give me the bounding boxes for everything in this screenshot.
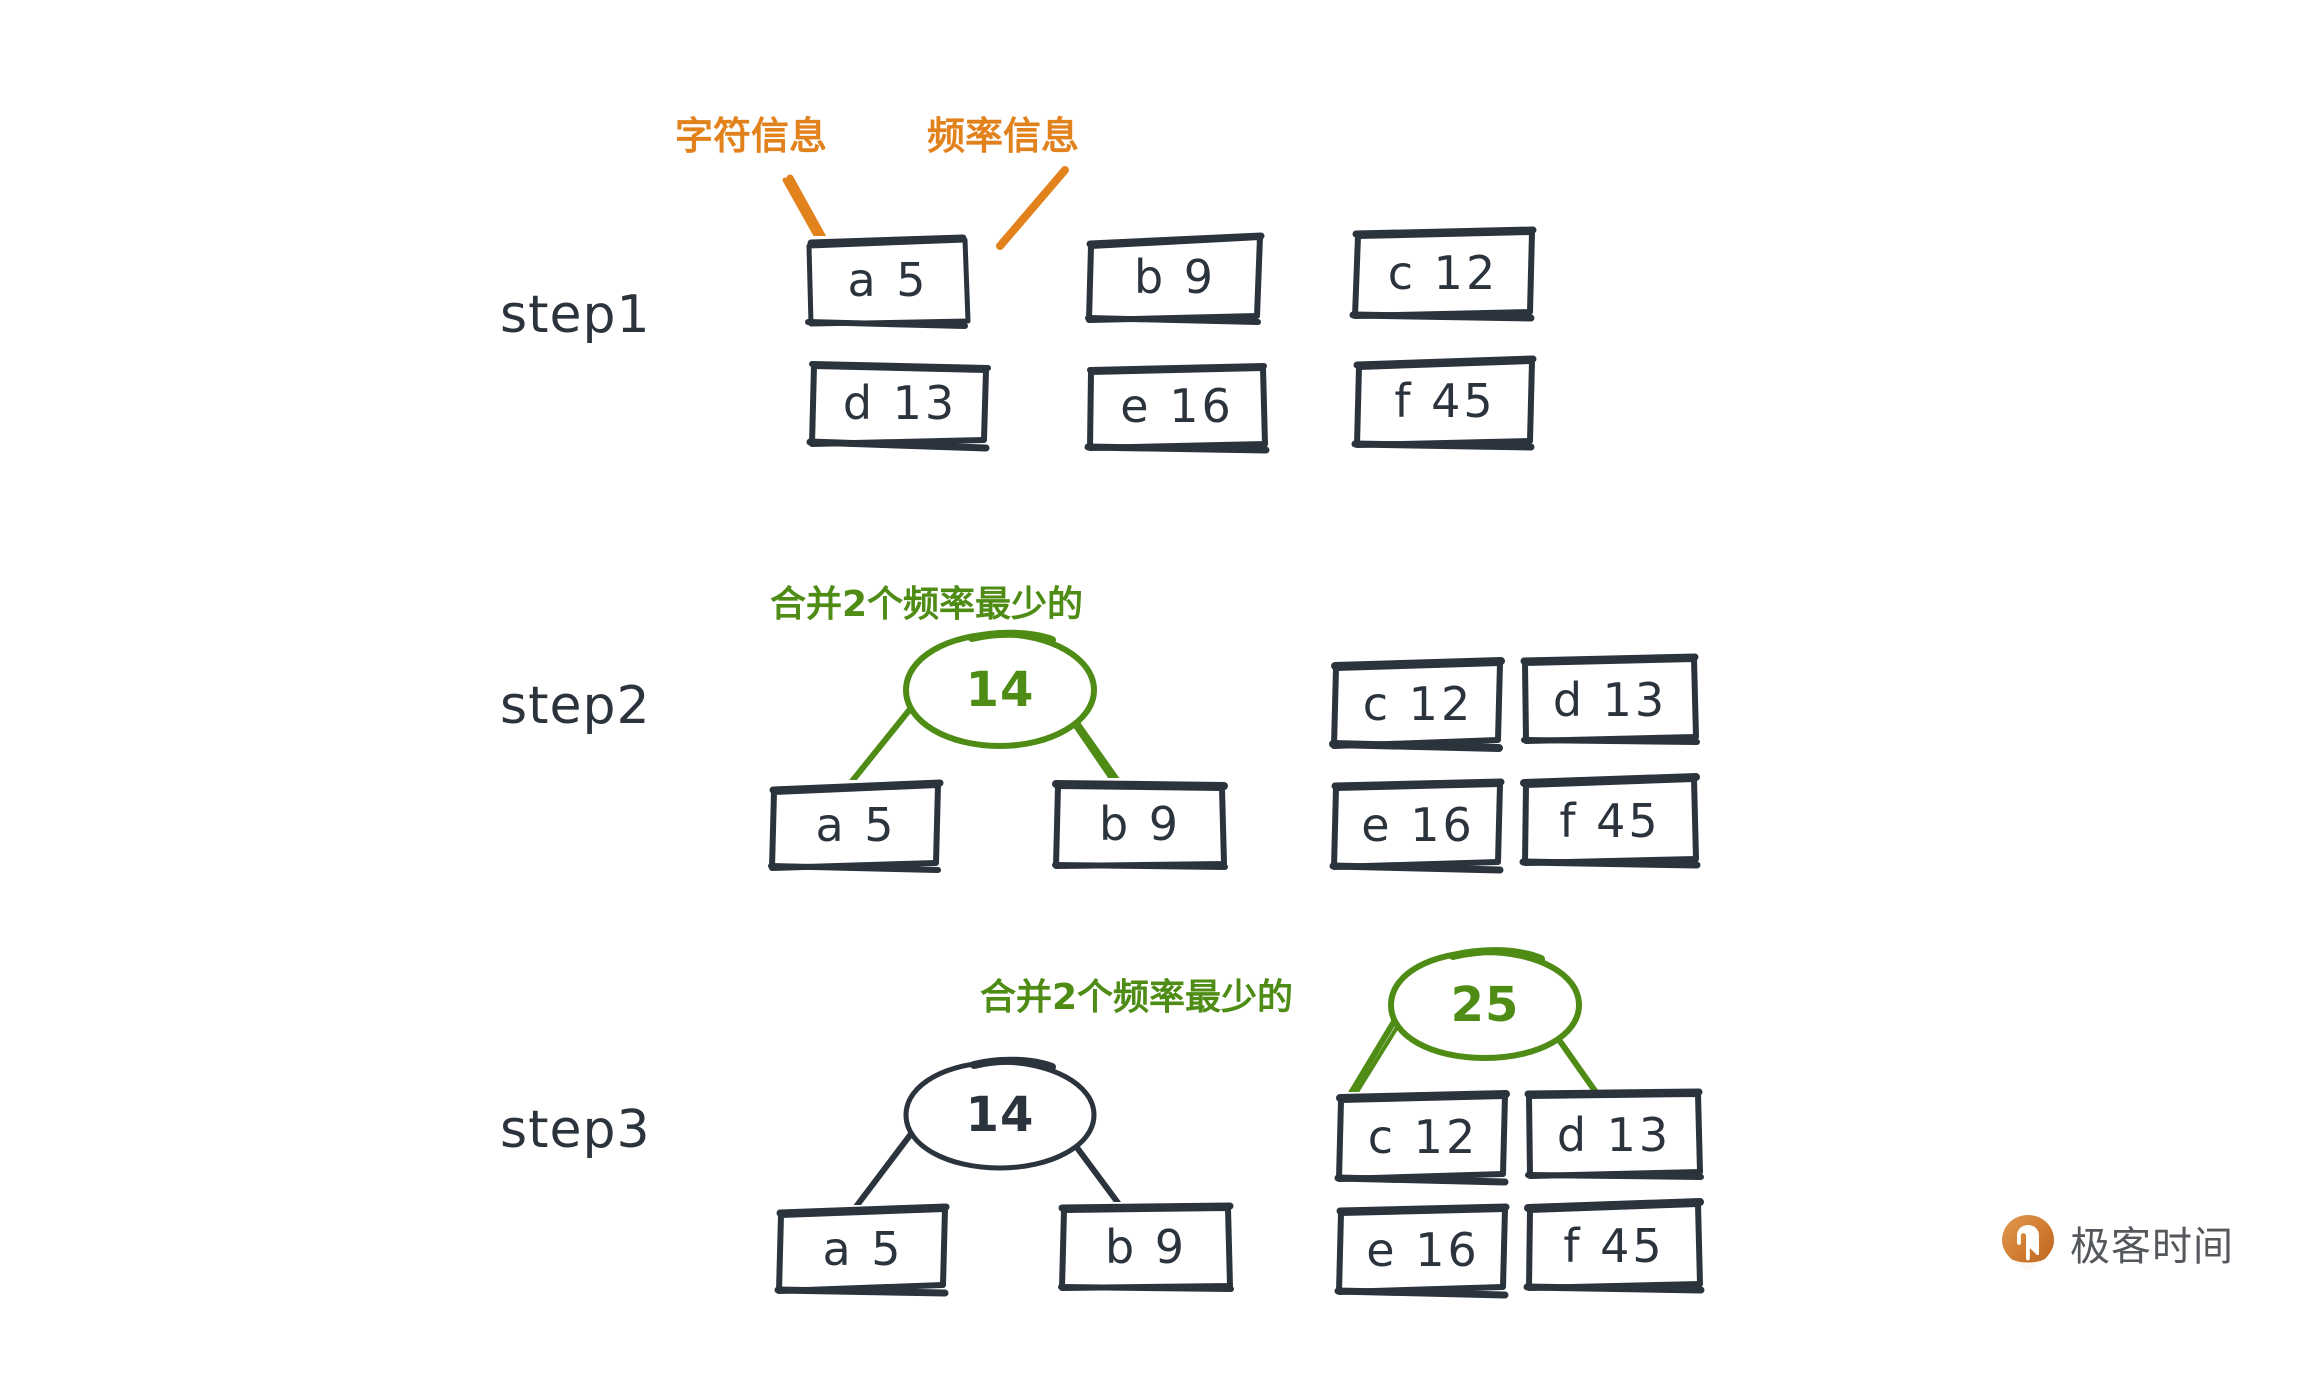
leaf-box-e: e 16	[1084, 362, 1270, 454]
leaf-box-a-step3: a 5	[774, 1203, 951, 1297]
leaf-label: f 45	[1559, 794, 1661, 848]
sketch-rect	[1520, 653, 1700, 745]
node-value: 14	[965, 1087, 1035, 1143]
sketch-rect	[1084, 363, 1270, 454]
sketch-rect	[805, 234, 971, 329]
leaf-box-f-step2: f 45	[1519, 773, 1701, 869]
leaf-box-c-step3: c 12	[1334, 1090, 1511, 1186]
char-info-leader-a	[786, 174, 830, 247]
leaf-box-a-step2: a 5	[768, 779, 944, 873]
leaf-label: c 12	[1362, 677, 1474, 731]
sketch-rect	[1523, 1198, 1705, 1294]
leaf-label: e 16	[1120, 379, 1234, 433]
tree-node-14-step3: 14	[900, 1056, 1100, 1172]
leaf-box-e-step3: e 16	[1334, 1203, 1511, 1299]
sketch-rect	[1524, 1088, 1704, 1180]
sketch-rect	[1329, 657, 1505, 752]
leaf-label: f 45	[1394, 374, 1496, 428]
node-value: 25	[1450, 977, 1520, 1033]
leaf-label: a 5	[822, 1222, 904, 1276]
tree-node-14-step2: 14	[900, 629, 1100, 750]
leaf-box-c: c 12	[1349, 226, 1537, 322]
step3-label: step3	[500, 1100, 651, 1160]
leaf-label: e 16	[1366, 1223, 1480, 1277]
leaf-box-c-step2: c 12	[1329, 657, 1506, 752]
leaf-label: f 45	[1563, 1219, 1665, 1273]
leaf-box-b: b 9	[1085, 232, 1265, 325]
leaf-box-f: f 45	[1351, 355, 1538, 451]
sketch-rect	[1349, 226, 1537, 322]
leaf-box-d: d 13	[806, 358, 992, 452]
leaf-label: c 12	[1367, 1110, 1479, 1164]
sketch-rect	[768, 779, 944, 873]
leaf-label: b 9	[1098, 797, 1182, 851]
node-value: 14	[965, 662, 1035, 718]
brand-logo: 极客时间	[2000, 1213, 2234, 1273]
sketch-rect	[1058, 1202, 1234, 1292]
brand-name: 极客时间	[2070, 1224, 2234, 1270]
leaf-box-b-step3: b 9	[1058, 1202, 1234, 1294]
step1-label: step1	[500, 285, 651, 345]
leaf-label: d 13	[842, 376, 958, 430]
annotation-freq-info: 频率信息	[927, 114, 1080, 158]
sketch-rect	[1052, 780, 1228, 870]
sketch-rect	[1334, 1090, 1510, 1186]
annotation-char-info: 字符信息	[675, 114, 828, 158]
tree-node-25-step3: 25	[1385, 947, 1585, 1062]
leaf-box-d-step3: d 13	[1524, 1088, 1704, 1182]
annotation-merge-note-step2: 合并2个频率最少的	[770, 584, 1084, 625]
leaf-box-b-step2: b 9	[1052, 778, 1228, 872]
leaf-label: b 9	[1104, 1220, 1188, 1274]
step2-label: step2	[500, 676, 651, 736]
sketch-rect	[806, 361, 991, 452]
sketch-rect	[1519, 773, 1701, 869]
freq-info-leader	[996, 166, 1069, 250]
sketch-ellipse	[903, 1056, 1097, 1171]
leaf-label: a 5	[815, 798, 897, 852]
sketch-ellipse	[902, 629, 1098, 750]
sketch-rect	[1334, 1203, 1510, 1299]
leaf-label: b 9	[1133, 250, 1217, 304]
leaf-box-d-step2: d 13	[1520, 653, 1700, 747]
leaf-box-f-step3: f 45	[1523, 1198, 1705, 1294]
leaf-label: a 5	[847, 253, 929, 307]
leaf-box-e-step2: e 16	[1329, 778, 1506, 874]
leaf-label: e 16	[1361, 798, 1475, 852]
location-pin-icon	[2002, 1215, 2054, 1272]
sketch-rect	[1085, 232, 1265, 325]
annotation-merge-note-step3: 合并2个频率最少的	[980, 977, 1294, 1018]
leaf-label: d 13	[1556, 1108, 1672, 1162]
sketch-rect	[774, 1203, 950, 1297]
leaf-label: c 12	[1387, 246, 1499, 300]
leaf-box-a: a 5	[805, 234, 971, 329]
leaf-label: d 13	[1552, 673, 1668, 727]
sketch-ellipse	[1387, 947, 1583, 1062]
sketch-rect	[1329, 778, 1505, 874]
sketch-rect	[1351, 355, 1537, 451]
